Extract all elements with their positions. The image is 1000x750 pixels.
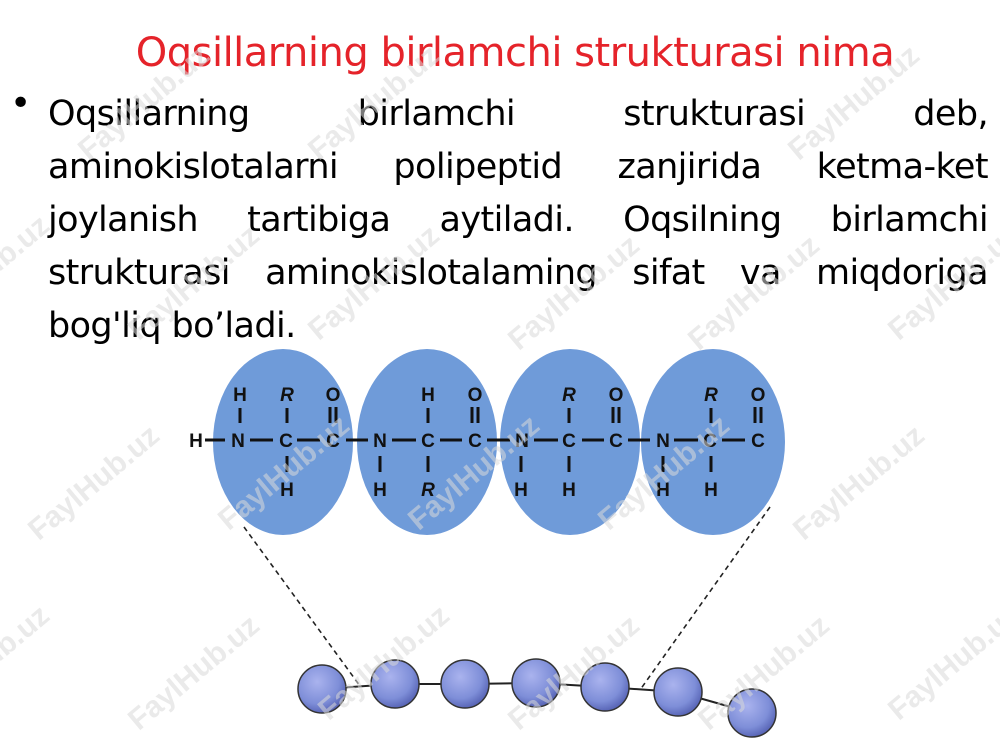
atom-bottom: H bbox=[280, 480, 294, 501]
atom-bottom: H bbox=[656, 480, 670, 501]
atom-top-r: R bbox=[562, 385, 576, 406]
amino-acid-bead bbox=[511, 658, 561, 708]
atom-backbone: C bbox=[279, 431, 293, 452]
atom-bottom: H bbox=[514, 480, 528, 501]
amino-acid-bead bbox=[580, 662, 630, 712]
projection-line-left bbox=[243, 526, 361, 687]
atom-backbone: C bbox=[751, 431, 765, 452]
residue-blob-4 bbox=[641, 349, 785, 535]
atom-top-r: R bbox=[704, 385, 718, 406]
backbone-bonds bbox=[205, 407, 763, 472]
atom-top-r: R bbox=[280, 385, 294, 406]
atom-backbone: N bbox=[231, 431, 245, 452]
atom-top: H bbox=[233, 385, 247, 406]
residue-blob-1 bbox=[213, 349, 353, 535]
atom-top: H bbox=[421, 385, 435, 406]
atom-bottom-r: R bbox=[421, 480, 435, 501]
projection-line-right bbox=[639, 506, 771, 691]
body-paragraph: Oqsillarning birlamchi strukturasi deb, … bbox=[48, 94, 989, 346]
atom-backbone: N bbox=[656, 431, 670, 452]
amino-acid-bead bbox=[653, 667, 703, 717]
atom-top: O bbox=[609, 385, 624, 406]
atom-bottom: H bbox=[373, 480, 387, 501]
atom-bottom: H bbox=[562, 480, 576, 501]
atom-backbone: C bbox=[421, 431, 435, 452]
amino-acid-bead bbox=[440, 659, 490, 709]
atom-bottom: H bbox=[704, 480, 718, 501]
atom-backbone: N bbox=[515, 431, 529, 452]
atom-terminal-h: H bbox=[189, 431, 203, 452]
residue-blob-2 bbox=[357, 349, 497, 535]
atom-backbone: N bbox=[373, 431, 387, 452]
atom-top: O bbox=[751, 385, 766, 406]
atom-backbone: C bbox=[326, 431, 340, 452]
bullet-marker: • bbox=[10, 83, 32, 124]
residue-blob-3 bbox=[500, 349, 640, 535]
atom-top: O bbox=[468, 385, 483, 406]
atom-backbone: C bbox=[609, 431, 623, 452]
amino-acid-bead bbox=[370, 659, 420, 709]
atom-backbone: C bbox=[468, 431, 482, 452]
slide-title: Oqsillarning birlamchi strukturasi nima bbox=[135, 30, 895, 76]
atom-top: O bbox=[326, 385, 341, 406]
atom-backbone: C bbox=[703, 431, 717, 452]
amino-acid-bead bbox=[727, 688, 777, 738]
atom-backbone: C bbox=[562, 431, 576, 452]
amino-acid-bead bbox=[297, 664, 347, 714]
